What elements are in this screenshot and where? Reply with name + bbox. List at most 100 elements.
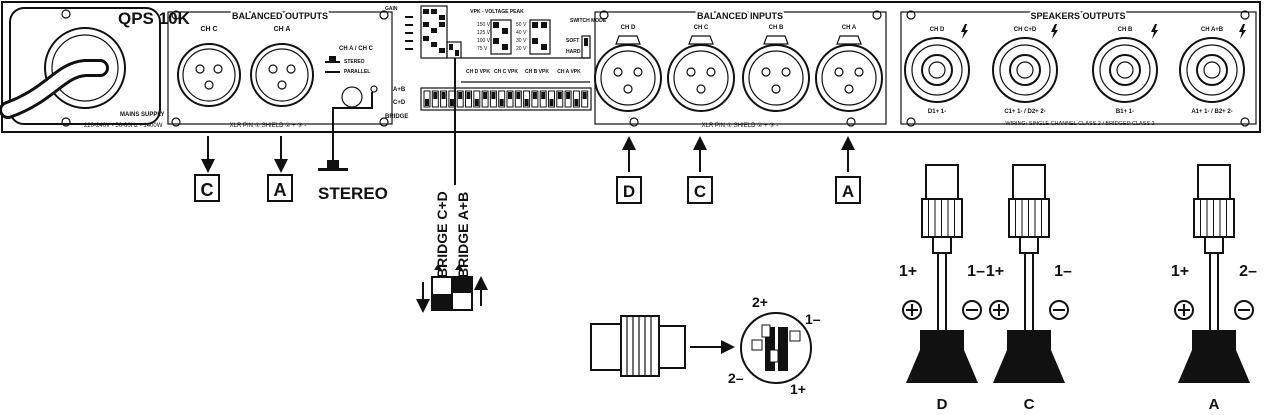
wiring-note: WIRING: SINGLE CHANNEL CLASS 2 / BRIDGED… xyxy=(1005,121,1154,127)
pin-2plus: 2+ xyxy=(752,294,768,310)
plug-strain xyxy=(1204,236,1224,254)
speaker-cone xyxy=(993,350,1065,383)
in-ch-a-xlr-connector[interactable] xyxy=(815,35,883,112)
dip-switch-knob xyxy=(582,92,587,99)
spk-b-pins: B1+ 1- xyxy=(1116,109,1134,115)
spk-ch-cd-label: CH C+D xyxy=(1014,27,1037,33)
speakon-pin-diagram: 2+ 1– 2– 1+ xyxy=(590,294,821,397)
bridge-cd-label: C+D xyxy=(393,100,406,106)
svg-text:100 V: 100 V xyxy=(477,38,491,44)
speaker-pos-label: 1+ xyxy=(1171,263,1189,280)
mode-stereo-label: STEREO xyxy=(344,59,365,65)
out-ch-a-label: CH A xyxy=(274,26,291,33)
out-ch-a-xlr-connector[interactable] xyxy=(250,43,314,107)
lightning-icons xyxy=(961,24,1246,39)
mode-parallel-label: PARALLEL xyxy=(344,69,370,75)
dip-switch-knob xyxy=(425,99,429,106)
bottom-dip-switch-bank[interactable] xyxy=(420,87,592,111)
svg-text:CH C VPK: CH C VPK xyxy=(494,69,518,75)
speakon-pin-face xyxy=(740,312,812,384)
spk-ch-d-label: CH D xyxy=(930,27,945,33)
mode-title: CH A / CH C xyxy=(339,46,374,52)
hard-label: HARD xyxy=(566,49,581,55)
speaker-name: C xyxy=(1024,396,1035,413)
dip-switch-knob xyxy=(516,92,521,99)
out-pin-note: XLR PIN ① SHIELD ② + ③ - xyxy=(230,122,307,129)
switch-mode-label: SWITCH MODE xyxy=(570,18,607,24)
spk-ab-pins: A1+ 1- / B2+ 2- xyxy=(1191,109,1232,115)
speaker-cone xyxy=(906,350,978,383)
in-ch-c-xlr-connector[interactable] xyxy=(667,35,735,112)
svg-text:CH B VPK: CH B VPK xyxy=(525,69,549,75)
spk-ch-b-label: CH B xyxy=(1118,27,1133,33)
gain-label: GAIN xyxy=(385,6,398,12)
vpk-volt-right: 50 V 40 V 30 V 20 V xyxy=(516,22,527,52)
mains-label: MAINS SUPPLY xyxy=(120,112,164,118)
dip-switch-knob xyxy=(499,99,504,106)
speaker-magnet xyxy=(920,330,964,350)
spk-ch-ab-speakon[interactable] xyxy=(1179,37,1245,103)
spk-ch-cd-speakon[interactable] xyxy=(992,37,1058,103)
dip-switch-panel: GAIN A+B C+D BRIDGE VPK - VOLTAGE PEAK S… xyxy=(385,5,607,120)
callout-stereo: STEREO xyxy=(318,184,388,203)
spk-d-pins: D1+ 1- xyxy=(928,109,946,115)
speaker-name: D xyxy=(937,396,948,413)
vpk-label: VPK - VOLTAGE PEAK xyxy=(470,9,524,15)
plug-body xyxy=(1197,164,1231,200)
speaker-pos-label: 1+ xyxy=(899,263,917,280)
svg-text:40 V: 40 V xyxy=(516,30,527,36)
dip-switch-knob xyxy=(466,92,471,99)
speaker-neg-label: 2– xyxy=(1239,263,1257,280)
speaker-magnet xyxy=(1192,330,1236,350)
out-ch-c-xlr-connector[interactable] xyxy=(177,43,241,107)
plug-body xyxy=(925,164,959,200)
soft-hard-switch[interactable] xyxy=(581,35,591,59)
in-ch-c-label: CH C xyxy=(694,25,709,31)
balanced-outputs-section: BALANCED OUTPUTS CH C CH A CH A / CH C S… xyxy=(167,9,393,129)
spk-ch-d-speakon[interactable] xyxy=(904,37,970,103)
vpk-bottom-labels: CH D VPK CH C VPK CH B VPK CH A VPK xyxy=(466,69,581,75)
bridge-switches[interactable] xyxy=(446,41,462,59)
power-cable xyxy=(0,7,161,125)
in-ch-d-xlr-connector[interactable] xyxy=(594,35,662,112)
svg-text:20 V: 20 V xyxy=(516,46,527,52)
in-ch-b-xlr-connector[interactable] xyxy=(742,35,810,112)
vpk-switch-right[interactable] xyxy=(529,19,551,55)
bridge-label: BRIDGE xyxy=(385,114,408,120)
svg-text:30 V: 30 V xyxy=(516,38,527,44)
speakers-layer: 1+1–D1+1–C1+2–A xyxy=(899,164,1257,413)
callout-in-d: D xyxy=(623,182,635,201)
spk-cd-pins: C1+ 1- / D2+ 2- xyxy=(1004,109,1045,115)
vpk-switch-left[interactable] xyxy=(490,19,512,55)
dip-switch-knob xyxy=(458,92,463,99)
speaker-neg-label: 1– xyxy=(967,263,985,280)
plug-body xyxy=(1012,164,1046,200)
plug-strain xyxy=(932,236,952,254)
balanced-inputs-section: BALANCED INPUTS CH D CH C CH B CH A XLR … xyxy=(594,9,887,129)
speaker-pos-label: 1+ xyxy=(986,263,1004,280)
spk-ch-b-speakon[interactable] xyxy=(1092,37,1158,103)
in-ch-d-label: CH D xyxy=(621,25,636,31)
dip-switch-knob xyxy=(491,92,496,99)
dip-switch-knob xyxy=(441,92,446,99)
dip-switch-knob xyxy=(449,99,454,106)
svg-text:CH A VPK: CH A VPK xyxy=(557,69,581,75)
pin-2minus: 2– xyxy=(728,370,744,386)
bridge-ab-label: A+B xyxy=(393,87,406,93)
callout-out-c: C xyxy=(201,180,214,200)
svg-text:75 V: 75 V xyxy=(477,46,488,52)
input-callouts: D C A xyxy=(616,136,861,204)
balanced-outputs-title: BALANCED OUTPUTS xyxy=(232,11,328,21)
dip-switch-knob xyxy=(557,92,562,99)
pin-1plus: 1+ xyxy=(790,381,806,397)
in-pin-note: XLR PIN ① SHIELD ② + ③ - xyxy=(702,122,779,129)
svg-text:150 V: 150 V xyxy=(477,22,491,28)
rack-panel: QPS 10K MAINS SUPPLY 220-240V - 50-60Hz … xyxy=(0,1,1261,133)
vpk-volt-left: 150 V 125 V 100 V 75 V xyxy=(477,22,491,52)
speakers-outputs-section: SPEAKERS OUTPUTS CH D CH C+D CH B CH A+B… xyxy=(900,9,1257,127)
mode-switch-button[interactable] xyxy=(341,86,363,108)
speaker-cone xyxy=(1178,350,1250,383)
in-ch-a-label: CH A xyxy=(842,25,857,31)
gain-switch-bank[interactable] xyxy=(420,5,448,59)
